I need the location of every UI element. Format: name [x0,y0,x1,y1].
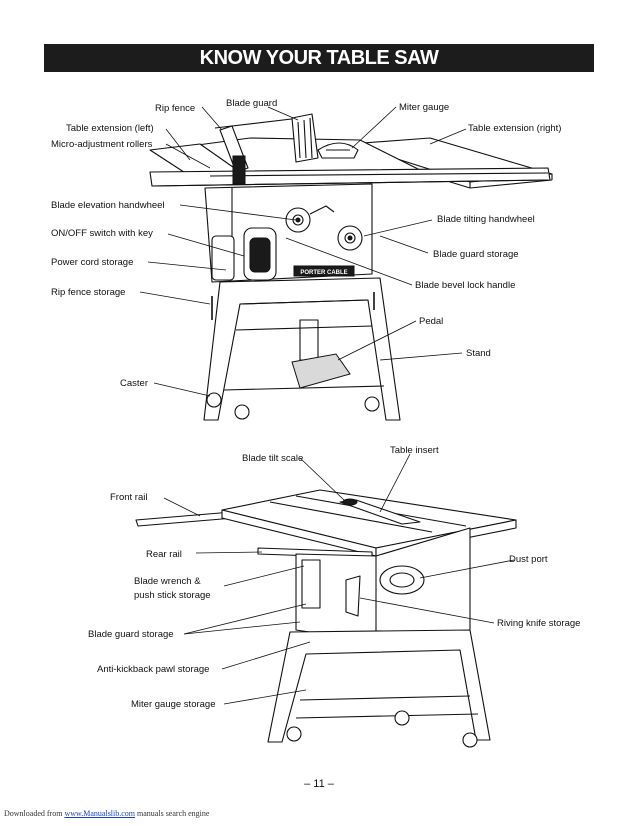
label-table-extension-left: Table extension (left) [66,123,154,134]
top-leader-lines [139,106,467,397]
brand-badge: PORTER CABLE [300,270,347,276]
label-onoff-switch: ON/OFF switch with key [51,228,153,239]
label-blade-tilt-scale: Blade tilt scale [242,453,303,464]
footer-link[interactable]: www.Manualslib.com [64,809,136,818]
label-miter-gauge-storage: Miter gauge storage [131,699,216,710]
label-blade-guard-storage-top: Blade guard storage [433,249,519,260]
label-blade-guard: Blade guard [226,98,277,109]
label-stand: Stand [466,348,491,359]
label-rear-rail: Rear rail [146,549,182,560]
footer-suffix: manuals search engine [135,809,210,818]
page-title: KNOW YOUR TABLE SAW [44,44,594,72]
label-miter-gauge: Miter gauge [399,102,449,113]
bottom-leader-lines [163,453,515,705]
label-front-rail: Front rail [110,492,147,503]
label-blade-tilting-handwheel: Blade tilting handwheel [437,214,535,225]
footer-prefix: Downloaded from [4,809,65,818]
label-rip-fence: Rip fence [155,103,195,114]
label-blade-bevel-lock-handle: Blade bevel lock handle [415,280,515,291]
label-caster: Caster [120,378,148,389]
label-anti-kickback-pawl-storage: Anti-kickback pawl storage [97,664,209,675]
label-blade-wrench-line2: push stick storage [134,590,211,601]
label-blade-elevation-handwheel: Blade elevation handwheel [51,200,165,211]
label-rip-fence-storage: Rip fence storage [51,287,125,298]
label-micro-adjustment-rollers: Micro-adjustment rollers [51,139,153,150]
label-riving-knife-storage: Riving knife storage [497,618,580,629]
table-saw-rear-illustration [135,489,517,748]
table-saw-front-illustration: PORTER CABLE [149,113,553,421]
label-blade-guard-storage-bottom: Blade guard storage [88,629,174,640]
bottom-labels: Blade tilt scale Table insert Front rail… [88,445,580,710]
label-table-insert: Table insert [390,445,439,456]
footer: Downloaded from www.Manualslib.com manua… [4,809,209,818]
page-number: – 11 – [304,778,334,790]
label-blade-wrench-line1: Blade wrench & [134,576,201,587]
label-pedal: Pedal [419,316,443,327]
label-dust-port: Dust port [509,554,548,565]
top-labels: Rip fence Blade guard Miter gauge Table … [51,98,561,389]
label-power-cord-storage: Power cord storage [51,257,133,268]
label-table-extension-right: Table extension (right) [468,123,561,134]
